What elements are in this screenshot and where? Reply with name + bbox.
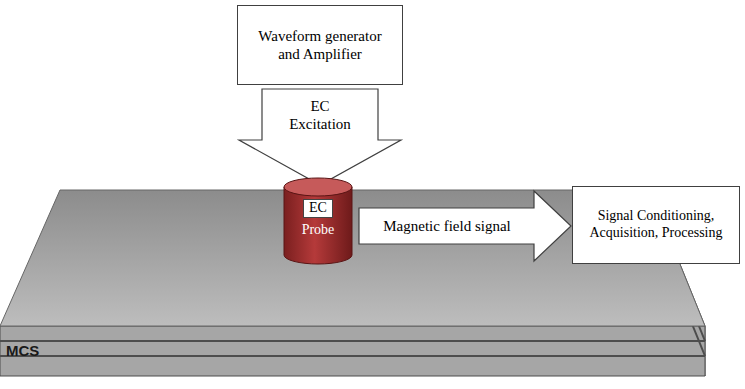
process-box: Waveform generator and Amplifier: [237, 5, 403, 85]
process-box: Signal Conditioning, Acquisition, Proces…: [572, 186, 740, 264]
node-text: EC Excitation: [283, 97, 357, 133]
node-text: MCS: [6, 342, 39, 360]
node-text: Signal Conditioning, Acquisition, Proces…: [581, 208, 731, 242]
block-arrow: Magnetic field signal: [358, 190, 572, 262]
node-text: EC: [303, 199, 333, 218]
probe-cylinder: EC Probe: [283, 177, 353, 265]
node-text: Magnetic field signal: [383, 217, 510, 235]
probe-drawing: [283, 177, 353, 265]
node-text: Waveform generator and Amplifier: [246, 27, 394, 63]
node-text: Probe: [302, 222, 335, 239]
block-arrow: EC Excitation: [238, 88, 402, 186]
